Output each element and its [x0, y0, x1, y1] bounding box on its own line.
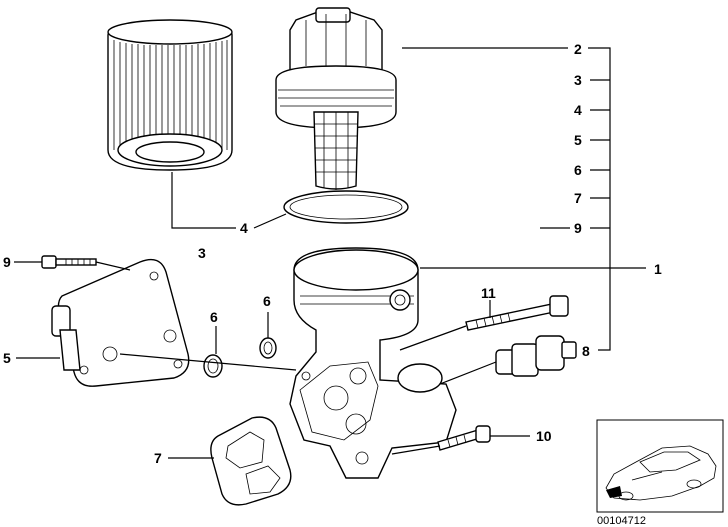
gasket-7: [210, 416, 292, 506]
callout-7-gasket: 7: [154, 450, 162, 466]
callout-3: 3: [574, 72, 582, 88]
leader-lines: [14, 47, 646, 459]
vehicle-thumbnail: [596, 419, 724, 513]
callout-2: 2: [574, 41, 582, 57]
callout-10: 10: [536, 428, 552, 444]
cover-o-ring: [283, 190, 409, 224]
callout-5-cooler: 5: [3, 350, 11, 366]
bolt-9: [41, 255, 97, 269]
callout-1: 1: [654, 261, 662, 277]
callout-5: 5: [574, 132, 582, 148]
callout-6-right: 6: [263, 293, 271, 309]
oil-filter-element: [107, 19, 233, 171]
callout-4: 4: [574, 102, 582, 118]
bolt-10: [437, 425, 491, 451]
seal-ring-6-right: [259, 337, 277, 359]
oil-pressure-sensor-8: [495, 335, 577, 377]
callout-7: 7: [574, 190, 582, 206]
filter-screen: [313, 111, 359, 190]
callout-8: 8: [582, 343, 590, 359]
oil-filter-cover: [275, 7, 397, 190]
callout-9-bolt: 9: [3, 254, 11, 270]
callout-6-left: 6: [210, 309, 218, 325]
oil-cooler: [51, 258, 190, 387]
callout-3-filter: 3: [198, 245, 206, 261]
callout-6: 6: [574, 162, 582, 178]
callout-4-o-ring: 4: [240, 220, 248, 236]
document-number: 00104712: [597, 515, 646, 527]
bolt-11: [465, 295, 569, 331]
oil-filter-housing: [289, 247, 457, 479]
callout-11: 11: [481, 285, 496, 301]
seal-ring-6-left: [203, 354, 223, 378]
callout-9: 9: [574, 220, 582, 236]
